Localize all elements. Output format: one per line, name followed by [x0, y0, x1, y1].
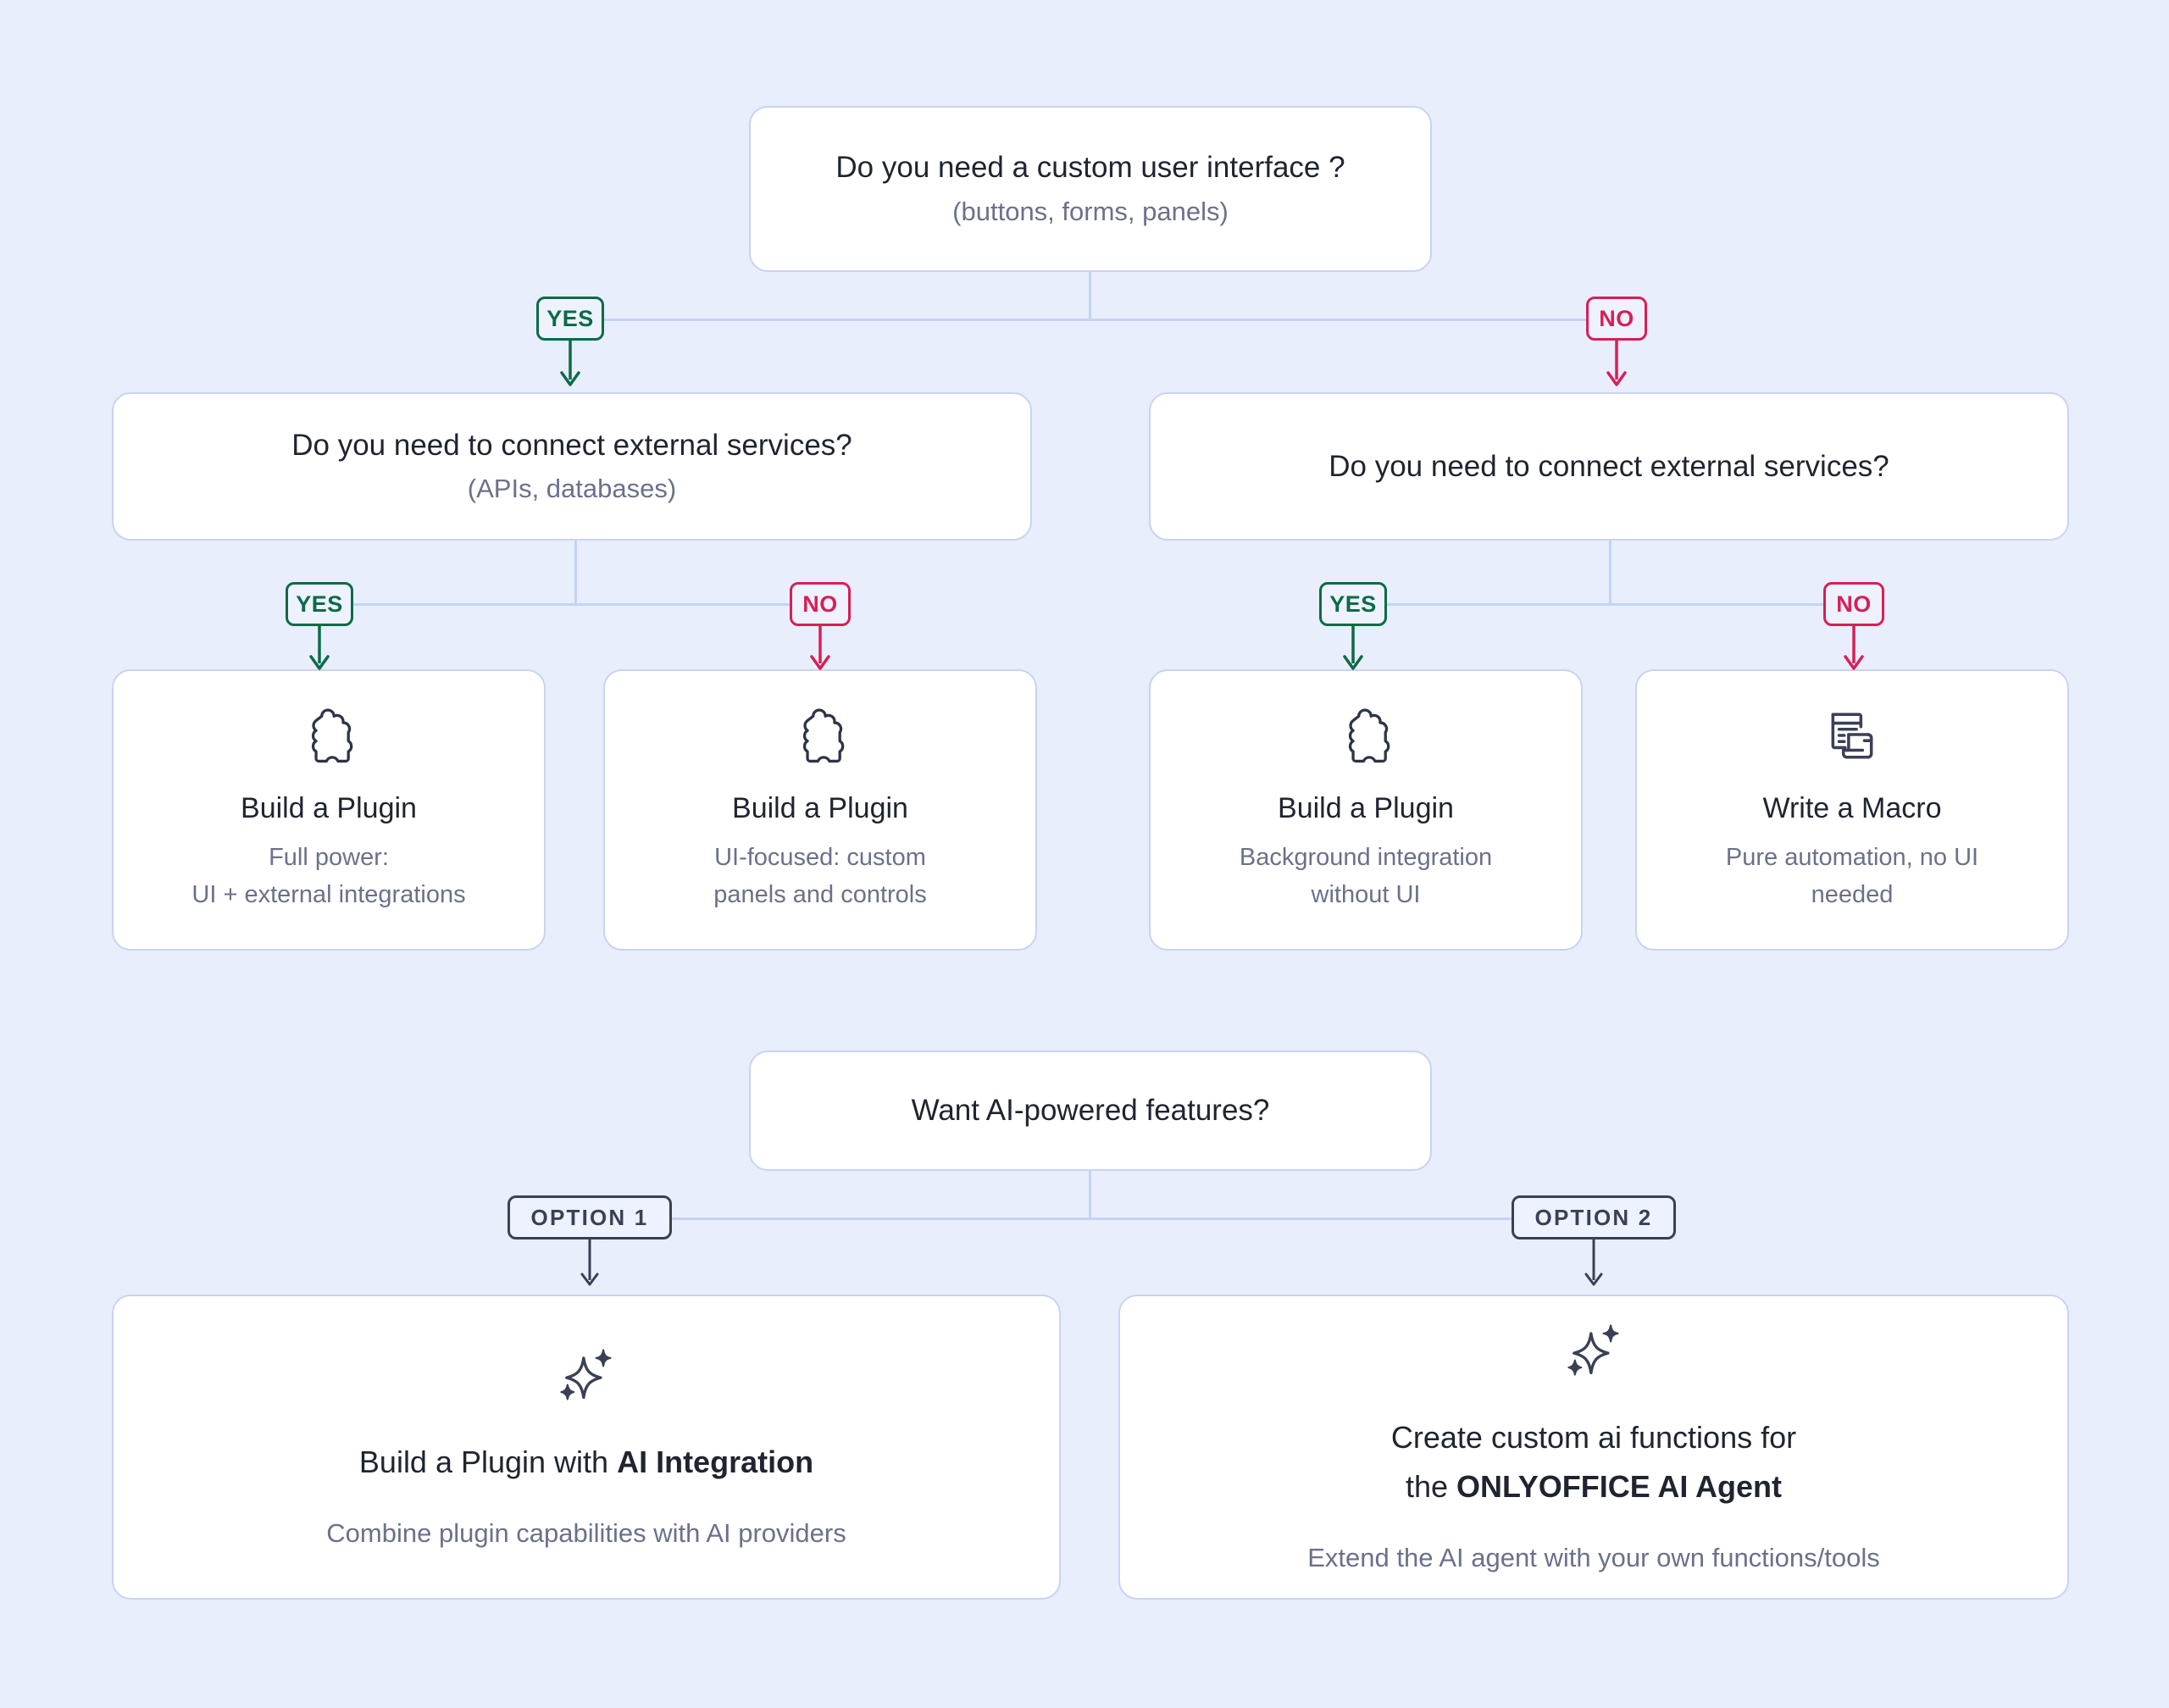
arrow-option-2: [1584, 1238, 1603, 1286]
leaf-title: Write a Macro: [1762, 792, 1942, 825]
badge-yes-left-subtree: YES: [286, 582, 353, 626]
leaf-card-build-plugin-full: Build a Plugin Full power: UI + external…: [112, 669, 546, 951]
connector-level2-left-stem: [574, 541, 577, 604]
puzzle-piece-icon: [1338, 707, 1394, 768]
root-question-node: Do you need a custom user interface ? (b…: [749, 106, 1432, 272]
leaf-subtitle-line2: panels and controls: [713, 880, 927, 908]
leaf-subtitle-line1: Background integration: [1239, 843, 1493, 871]
ai-card-title-plain: Build a Plugin with: [358, 1444, 618, 1479]
ai-sparkle-icon: [554, 1343, 619, 1411]
badge-label: NO: [1836, 591, 1872, 617]
badge-label: NO: [1599, 305, 1634, 331]
arrow-yes-left-subtree: [309, 624, 330, 670]
badge-label: YES: [296, 591, 343, 617]
badge-label: NO: [802, 591, 838, 617]
badge-yes-level1: YES: [536, 297, 604, 341]
root-question-subtitle: (buttons, forms, panels): [952, 196, 1229, 226]
leaf-subtitle-line2: needed: [1811, 880, 1894, 908]
level2-right-title: Do you need to connect external services…: [1329, 449, 1889, 483]
badge-no-right-subtree: NO: [1823, 582, 1884, 626]
arrow-option-1: [580, 1238, 599, 1286]
badge-label: YES: [1329, 591, 1377, 617]
leaf-title: Build a Plugin: [732, 792, 908, 825]
ai-card-title-line2: the ONLYOFFICE AI Agent: [1406, 1465, 1782, 1509]
ai-card-subtitle: Extend the AI agent with your own functi…: [1307, 1542, 1880, 1572]
leaf-subtitle-line1: UI-focused: custom: [714, 843, 926, 871]
leaf-subtitle-line1: Full power:: [269, 843, 389, 871]
arrow-yes-level1: [560, 339, 580, 386]
leaf-subtitle-line2: without UI: [1311, 880, 1421, 908]
puzzle-piece-icon: [792, 707, 848, 768]
ai-question-title: Want AI-powered features?: [911, 1094, 1270, 1128]
badge-label: OPTION 1: [530, 1204, 649, 1230]
ai-question-node: Want AI-powered features?: [749, 1051, 1432, 1171]
macro-document-icon: [1824, 707, 1880, 768]
leaf-card-build-plugin-background: Build a Plugin Background integration wi…: [1149, 669, 1583, 951]
ai-card-title-line1: Create custom ai functions for: [1390, 1419, 1797, 1455]
ai-card-title-line2-bold: ONLYOFFICE AI Agent: [1456, 1468, 1783, 1504]
ai-card-subtitle: Combine plugin capabilities with AI prov…: [326, 1517, 846, 1548]
connector-level1-horizontal: [574, 319, 1616, 321]
ai-sparkle-icon: [1562, 1318, 1626, 1387]
leaf-subtitle-line2: UI + external integrations: [191, 880, 466, 908]
ai-card-plugin-integration: Build a Plugin with AI Integration Combi…: [112, 1295, 1061, 1600]
badge-option-2: OPTION 2: [1512, 1195, 1676, 1239]
leaf-card-build-plugin-ui: Build a Plugin UI-focused: custom panels…: [603, 669, 1037, 951]
badge-no-level1: NO: [1586, 297, 1647, 341]
badge-label: OPTION 2: [1534, 1204, 1653, 1230]
arrow-no-left-subtree: [810, 624, 830, 670]
badge-no-left-subtree: NO: [790, 582, 851, 626]
puzzle-piece-icon: [301, 707, 357, 768]
badge-label: YES: [546, 305, 594, 331]
connector-ai-horizontal: [583, 1217, 1608, 1220]
connector-ai-stem: [1089, 1171, 1091, 1218]
arrow-no-right-subtree: [1844, 624, 1864, 670]
leaf-subtitle-line1: Pure automation, no UI: [1725, 843, 1979, 871]
badge-option-1: OPTION 1: [508, 1195, 672, 1239]
badge-yes-right-subtree: YES: [1319, 582, 1387, 626]
ai-card-title: Build a Plugin with AI Integration: [359, 1440, 813, 1484]
level2-left-question-node: Do you need to connect external services…: [112, 392, 1032, 541]
arrow-yes-right-subtree: [1343, 624, 1363, 670]
level2-left-subtitle: (APIs, databases): [467, 474, 677, 504]
level2-right-question-node: Do you need to connect external services…: [1149, 392, 2069, 541]
connector-level2-left-horizontal: [329, 603, 820, 606]
leaf-card-write-macro: Write a Macro Pure automation, no UI nee…: [1635, 669, 2069, 951]
ai-card-title-bold: AI Integration: [617, 1444, 814, 1479]
leaf-title: Build a Plugin: [241, 792, 417, 825]
ai-card-onlyoffice-agent: Create custom ai functions for the ONLYO…: [1118, 1295, 2069, 1600]
connector-level2-right-stem: [1609, 541, 1611, 604]
ai-card-title-line2-plain: the: [1405, 1468, 1457, 1504]
leaf-title: Build a Plugin: [1278, 792, 1454, 825]
level2-left-title: Do you need to connect external services…: [291, 428, 852, 462]
connector-level2-right-horizontal: [1362, 603, 1854, 606]
root-question-title: Do you need a custom user interface ?: [835, 151, 1345, 185]
connector-root-stem: [1089, 272, 1091, 319]
arrow-no-level1: [1606, 339, 1627, 386]
